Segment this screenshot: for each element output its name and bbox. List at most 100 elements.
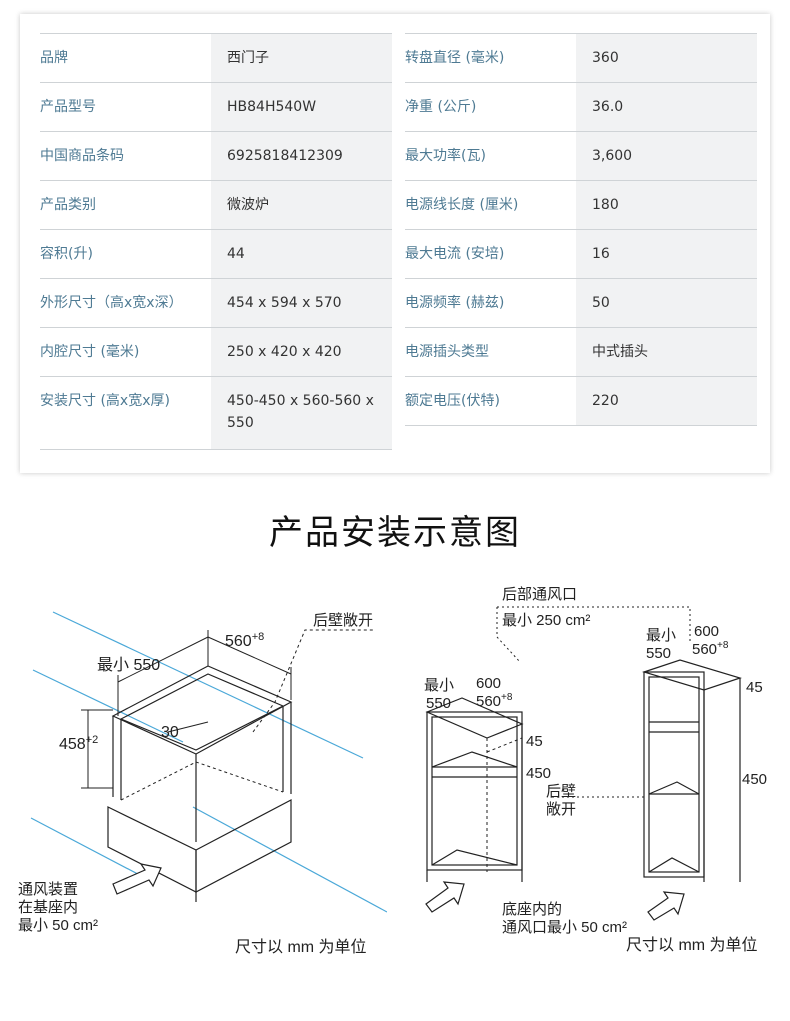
rear-vent-label-line1: 后部通风口 [502,586,577,603]
spec-label: 电源线长度 (厘米) [405,181,576,229]
a-560-tolerance: +8 [501,692,513,703]
spec-label: 电源频率 (赫兹) [405,279,576,327]
spec-row: 最大功率(瓦)3,600 [405,131,757,180]
base-vent-label-line2: 通风口最小 50 cm² [502,919,627,936]
spec-value: 250 x 420 x 420 [211,328,392,376]
spec-value: 220 [576,377,757,425]
b-min-label: 最小 [646,627,676,644]
spec-label: 转盘直径 (毫米) [405,34,576,82]
spec-row: 电源插头类型中式插头 [405,327,757,376]
depth-dimension-label: 最小 550 [97,656,160,674]
spec-row: 最大电流 (安培)16 [405,229,757,278]
vent-arrow-icon [112,863,162,895]
spec-value: 3,600 [576,132,757,180]
a-min-label: 最小 [424,677,454,694]
cabinet-outline [107,665,293,902]
spec-row: 品牌西门子 [40,33,392,82]
spec-label: 外形尺寸（高x宽x深） [40,279,211,327]
b-550-label: 550 [646,645,671,662]
section-title: 产品安装示意图 [269,513,521,553]
vent-label-line2: 在基座内 [18,899,78,916]
spec-value: 450-450 x 560-560 x 550 [211,377,392,449]
spec-label: 电源插头类型 [405,328,576,376]
a-560-label: 560+8 [476,692,513,710]
cabinet-a-hidden [486,737,523,872]
spec-row: 外形尺寸（高x宽x深）454 x 594 x 570 [40,278,392,327]
spec-label: 中国商品条码 [40,132,211,180]
spec-row: 净重 (公斤)36.0 [405,82,757,131]
wall-lines [30,611,387,913]
vent-arrow-icon [425,881,465,913]
b-560-tolerance: +8 [717,640,729,651]
spec-value: 50 [576,279,757,327]
installation-diagram-tall-cabinet: 后部通风口 最小 250 cm² 最小 550 600 560+8 45 45 [402,582,778,960]
spec-row: 安装尺寸 (高x宽x厚)450-450 x 560-560 x 550 [40,376,392,450]
vent-label-line3: 最小 50 cm² [18,917,98,934]
base-vent-label-line1: 底座内的 [502,901,562,918]
spec-label: 最大电流 (安培) [405,230,576,278]
b-45-label: 45 [746,679,763,696]
a-450-label: 450 [526,765,551,782]
rear-vent-label-line2: 最小 250 cm² [502,612,590,629]
spec-label: 品牌 [40,34,211,82]
spec-value: 西门子 [211,34,392,82]
spec-label: 产品类别 [40,181,211,229]
spec-row: 转盘直径 (毫米)360 [405,33,757,82]
spec-label: 净重 (公斤) [405,83,576,131]
rear-wall-label-line2: 敞开 [546,801,576,818]
spec-value: 中式插头 [576,328,757,376]
unit-note: 尺寸以 mm 为单位 [626,936,758,954]
width-dimension-label: 560+8 [225,631,264,650]
spec-value: 180 [576,181,757,229]
unit-note: 尺寸以 mm 为单位 [235,938,367,956]
hidden-lines [120,629,373,842]
height-value: 458 [59,736,86,753]
spec-label: 最大功率(瓦) [405,132,576,180]
width-value: 560 [225,633,252,650]
spec-row: 产品类别微波炉 [40,180,392,229]
rear-wall-label-line1: 后壁 [546,783,576,800]
b-600-label: 600 [694,623,719,640]
height-dimension-label: 458+2 [59,734,98,753]
spec-row: 额定电压(伏特)220 [405,376,757,426]
width-tolerance: +8 [252,631,265,643]
b-450-label: 450 [742,771,767,788]
spec-label: 安装尺寸 (高x宽x厚) [40,377,211,449]
spec-label: 额定电压(伏特) [405,377,576,425]
spec-value: 微波炉 [211,181,392,229]
spec-label: 容积(升) [40,230,211,278]
spec-value: HB84H540W [211,83,392,131]
b-560-value: 560 [692,641,717,658]
spec-value: 16 [576,230,757,278]
spec-row: 内腔尺寸 (毫米)250 x 420 x 420 [40,327,392,376]
spec-value: 44 [211,230,392,278]
spec-label: 产品型号 [40,83,211,131]
a-600-label: 600 [476,675,501,692]
spec-row: 容积(升)44 [40,229,392,278]
a-45-label: 45 [526,733,543,750]
gap-dimension-label: 30 [161,724,179,741]
b-560-label: 560+8 [692,640,729,658]
cabinet-diagram-svg: 后壁敞开 560+8 最小 550 458+2 30 通风装置 在基座内 最小 … [18,611,387,956]
a-560-value: 560 [476,693,501,710]
tall-cabinet-diagram-svg: 后部通风口 最小 250 cm² 最小 550 600 560+8 45 45 [424,586,767,954]
cabinet-a-outline [425,697,524,882]
a-550-label: 550 [426,695,451,712]
spec-value: 6925818412309 [211,132,392,180]
cabinet-b-outline [642,659,742,882]
spec-value: 360 [576,34,757,82]
height-tolerance: +2 [86,734,99,746]
spec-column-right: 转盘直径 (毫米)360 净重 (公斤)36.0 最大功率(瓦)3,600 电源… [405,33,757,426]
dimension-lines [81,630,292,789]
rear-wall-open-label: 后壁敞开 [313,612,373,629]
vent-label-line1: 通风装置 [18,881,78,898]
vent-arrow-icon [647,891,685,921]
spec-row: 电源线长度 (厘米)180 [405,180,757,229]
installation-diagram-cabinet: 后壁敞开 560+8 最小 550 458+2 30 通风装置 在基座内 最小 … [13,582,387,960]
spec-value: 454 x 594 x 570 [211,279,392,327]
spec-value: 36.0 [576,83,757,131]
